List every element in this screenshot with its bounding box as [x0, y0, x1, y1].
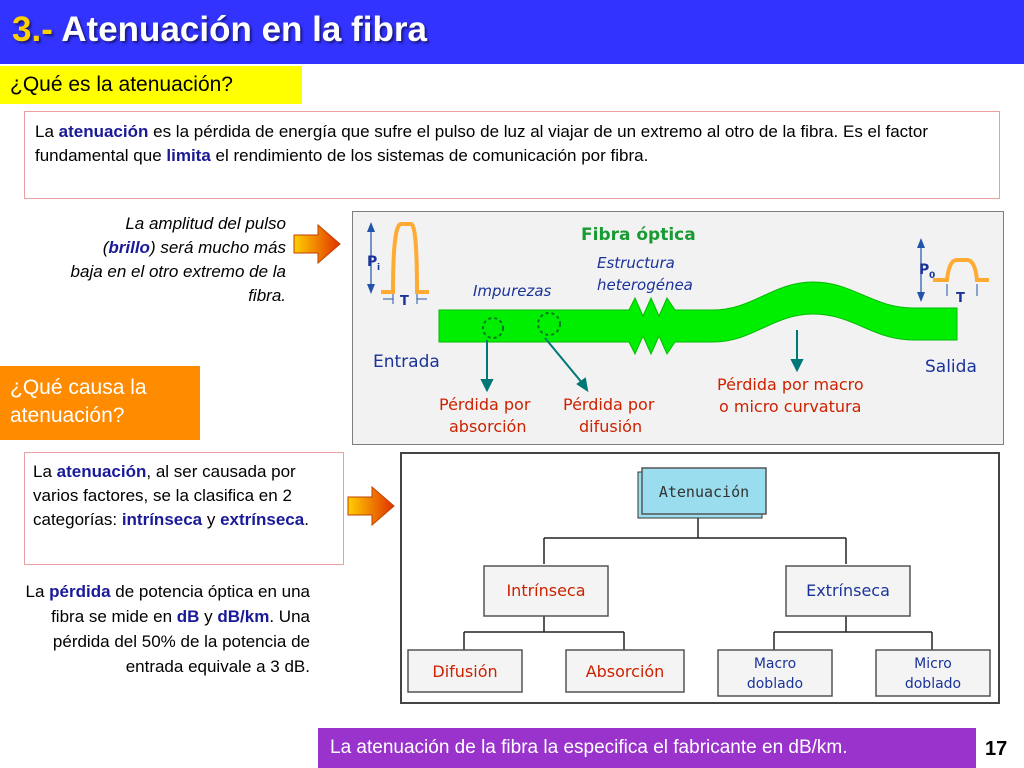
classification-text: . [304, 510, 309, 529]
loss-arrows [480, 330, 804, 393]
section-number: 3.- [12, 10, 53, 49]
pulse-out-label: P [919, 262, 929, 278]
definition-text: La [35, 122, 59, 141]
intrinsic-node [483, 565, 609, 617]
pulse-out-sub: 0 [929, 271, 935, 281]
term-db-per-km: dB/km [217, 607, 270, 626]
right-arrow-icon [347, 485, 395, 527]
classification-text: La [33, 462, 57, 481]
loss-text: y [199, 607, 218, 626]
absorption-node [565, 649, 685, 693]
right-arrow-icon [293, 223, 341, 265]
absorption-label: Absorción [586, 662, 665, 681]
bending-loss-line1: Pérdida por macro [717, 375, 864, 394]
question2-line2: atenuación? [10, 404, 125, 427]
power-loss-note: La pérdida de potencia óptica en una fib… [8, 579, 310, 679]
loss-text: La [25, 582, 50, 601]
diffusion-loss-line1: Pérdida por [563, 395, 655, 414]
attenuation-classification-tree: Atenuación Intrínseca Extrínseca Difusió… [400, 452, 1000, 704]
classification-box: La atenuación, al ser causada por varios… [24, 452, 344, 565]
definition-box: La atenuación es la pérdida de energía q… [24, 111, 1000, 199]
note-text: ) será mucho más baja en el otro extremo… [70, 238, 286, 305]
period-label-in: T [400, 294, 409, 309]
pulse-amplitude-note: La amplitud del pulso (brillo) será much… [70, 212, 286, 308]
page-number: 17 [985, 738, 1008, 760]
fiber-diagram-svg: P i T Fibra óptica Impurezas Estructura … [367, 222, 989, 436]
term-extrinsic: extrínseca [220, 510, 305, 529]
macro-bend-line2: doblado [747, 676, 803, 692]
structure-label-line1: Estructura [597, 254, 675, 272]
bending-loss-line2: o micro curvatura [719, 397, 861, 416]
term-db: dB [176, 607, 200, 626]
term-loss: pérdida [49, 582, 111, 601]
term-intrinsic: intrínseca [121, 510, 203, 529]
extrinsic-label: Extrínseca [806, 581, 890, 600]
classification-text: , al ser causada por varios factores, se… [33, 462, 296, 529]
diffusion-loss-line2: difusión [579, 417, 642, 436]
micro-bend-line2: doblado [905, 676, 961, 692]
micro-bend-node [875, 649, 991, 697]
term-attenuation: atenuación [58, 122, 149, 141]
period-label-out: T [956, 291, 965, 306]
note-text: La amplitud del pulso ( [102, 214, 286, 257]
macro-bend-node [717, 649, 833, 697]
input-label: Entrada [373, 352, 440, 372]
manufacturer-spec-note: La atenuación de la fibra la especifica … [318, 728, 976, 768]
intrinsic-label: Intrínseca [506, 581, 585, 600]
root-label: Atenuación [659, 483, 749, 501]
impurity-specks [482, 312, 561, 339]
pulse-in-label: P [367, 254, 377, 270]
loss-text: de potencia óptica en una fibra se mide … [51, 582, 310, 626]
definition-text: es la pérdida de energía que sufre el pu… [35, 122, 929, 165]
question-what-is-attenuation: ¿Qué es la atenuación? [0, 66, 302, 104]
question-what-causes-attenuation: ¿Qué causa la atenuación? [0, 366, 200, 440]
fiber-attenuation-diagram: P i T Fibra óptica Impurezas Estructura … [352, 211, 1004, 445]
slide-title: 3.- Atenuación en la fibra [12, 10, 427, 50]
tree-svg: Atenuación Intrínseca Extrínseca Difusió… [407, 467, 991, 697]
structure-label-line2: heterogénea [597, 276, 693, 294]
optical-fiber [438, 281, 958, 356]
fiber-title: Fibra óptica [581, 225, 696, 245]
term-limits: limita [166, 146, 211, 165]
output-pulse: P 0 T [917, 238, 989, 306]
pulse-in-sub: i [377, 263, 380, 273]
term-brightness: brillo [108, 238, 150, 257]
diffusion-node [407, 649, 523, 693]
impurities-label: Impurezas [473, 282, 552, 300]
input-pulse: P i T [367, 222, 429, 309]
tree-connectors [463, 518, 933, 650]
definition-text: el rendimiento de los sistemas de comuni… [210, 146, 649, 165]
title-bar [0, 0, 1024, 64]
term-attenuation: atenuación [56, 462, 147, 481]
diffusion-label: Difusión [432, 662, 497, 681]
classification-text: y [202, 510, 221, 529]
absorption-loss-line1: Pérdida por [439, 395, 531, 414]
micro-bend-line1: Micro [914, 656, 952, 672]
macro-bend-line1: Macro [754, 656, 796, 672]
output-label: Salida [925, 357, 977, 377]
title-text: Atenuación en la fibra [52, 10, 427, 49]
extrinsic-node [785, 565, 911, 617]
question2-line1: ¿Qué causa la [10, 376, 147, 399]
absorption-loss-line2: absorción [449, 417, 526, 436]
loss-text: . Una pérdida del 50% de la potencia de … [52, 607, 310, 676]
